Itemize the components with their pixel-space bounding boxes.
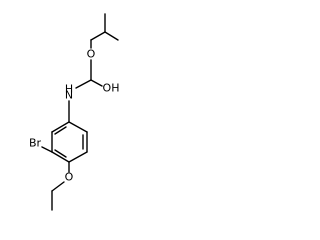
chemical-structure: O OH H N Br O <box>29 13 120 211</box>
bond-carbonyl-c-oh <box>90 79 103 87</box>
ring-bond-1 <box>51 121 70 133</box>
bond-ring-br <box>41 146 53 153</box>
atom-ether-o: O <box>65 171 74 184</box>
atom-ester-o: O <box>87 48 96 61</box>
atom-amine-h: H <box>65 83 73 96</box>
bond-isopropyl-methyl-right <box>104 31 119 41</box>
atom-amine: N <box>65 89 73 102</box>
atom-hydroxyl: OH <box>103 82 120 95</box>
ring-double-bond-1 <box>54 126 67 135</box>
bond-isopropyl-methyl-left <box>90 31 106 41</box>
bond-carbonyl-c-n <box>75 79 92 89</box>
atom-bromine: Br <box>29 137 42 150</box>
ring-double-bond-2 <box>54 149 67 158</box>
ring-bond-4 <box>68 151 88 163</box>
ring-bond-3 <box>51 151 70 163</box>
bond-ether-o-ch2 <box>51 181 65 192</box>
ring-bond-6 <box>68 121 88 133</box>
